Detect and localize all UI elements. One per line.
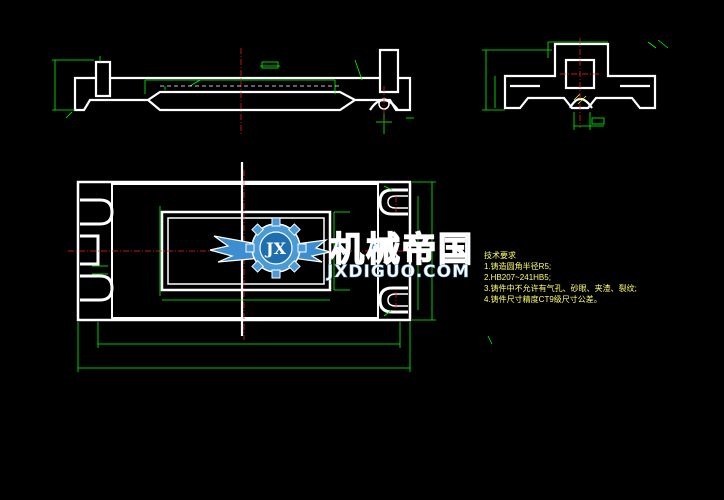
watermark-logo-letters: JX [264,239,287,258]
front-view-dims [52,56,414,134]
side-view-hatch [573,93,587,105]
front-view-center [240,48,385,136]
technical-requirement-line: 2.HB207~241HB5; [484,273,551,282]
technical-requirement-line: 3.铸件中不允许有气孔、砂眼、夹渣、裂纹; [484,284,637,293]
watermark-logo: JX [209,217,331,279]
technical-requirements-title: 技术要求 [484,251,516,260]
front-view [73,48,412,112]
technical-requirements: 技术要求 1.铸造圆角半径R5; 2.HB207~241HB5; 3.铸件中不允… [484,250,637,305]
watermark-name: 机械帝国 [329,229,474,271]
side-view-dims [482,39,669,130]
technical-requirement-line: 1.铸造圆角半径R5; [484,262,552,271]
side-view-center [560,38,600,128]
watermark-site: JXDIGUO.COM [327,262,471,283]
technical-requirement-line: 4.铸件尺寸精度CT9级尺寸公差。 [484,295,602,304]
